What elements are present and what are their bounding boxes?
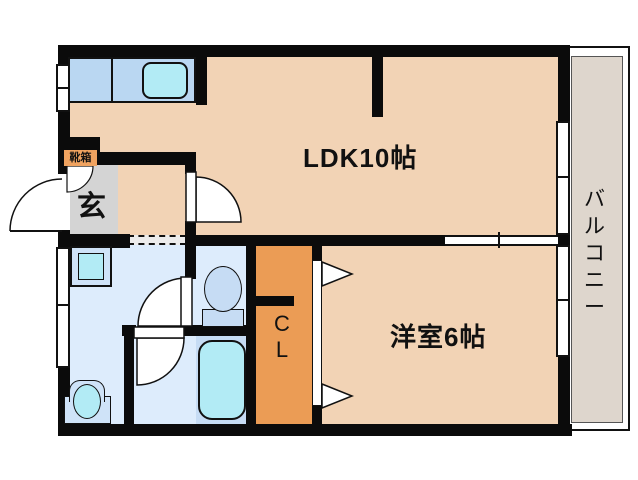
front-door-arc [9,178,63,232]
washbasin-bowl [73,384,101,419]
window-kitchen-tick [56,87,70,89]
window-ldk-balcony-tick [556,176,570,178]
wall-bottom [58,424,572,436]
kitchen-counter-divider [111,58,113,102]
wall-top [58,45,568,57]
hall-washroom-boundary [128,235,186,245]
label-ldk: LDK10帖 [303,143,418,173]
window-western-balcony-tick [556,299,570,301]
room-western-floor [316,235,562,426]
wall-toilet-left-a [185,245,196,279]
wall-closet-right-top [312,243,322,262]
window-ldk-balcony [556,121,570,235]
wall-closet-right-bottom [312,404,322,426]
label-entrance: 玄 [77,191,107,223]
window-washroom-tick [56,304,70,306]
label-western-room: 洋室6帖 [390,322,487,352]
wall-sanitary-right [246,243,256,427]
wall-bath-top-b [184,325,252,336]
closet-door-track [312,260,322,406]
wall-left-a [58,45,70,65]
label-balcony: バルコニー [584,188,605,319]
wall-kitchen-stub [196,57,207,105]
wall-right-a [558,45,570,123]
wall-washroom-top [60,234,130,248]
wall-hall-right-a [185,158,196,174]
bathtub [198,340,246,420]
kitchen-sink [142,62,188,99]
wall-right-b [558,355,570,436]
wall-bath-left [124,325,134,426]
washing-machine-pan-inner [78,253,104,280]
toilet-bowl [204,266,242,312]
closet-shelf [256,296,294,306]
front-door-opening [56,174,70,230]
wall-ldk-stub [372,45,383,117]
wall-right-pier [558,233,570,247]
window-washroom [56,247,70,368]
sliding-door-tick [498,232,500,248]
balcony-deck [571,56,623,423]
wall-ldk-western-divider [185,235,445,246]
wall-entrance-top [96,152,196,165]
sliding-door-ldk-western [445,235,558,246]
wall-hall-right-b [185,221,196,248]
window-western-balcony [556,245,570,357]
room-closet-floor [256,243,316,425]
label-shoe-box: 靴箱 [64,150,97,166]
label-closet: CL [274,311,290,362]
